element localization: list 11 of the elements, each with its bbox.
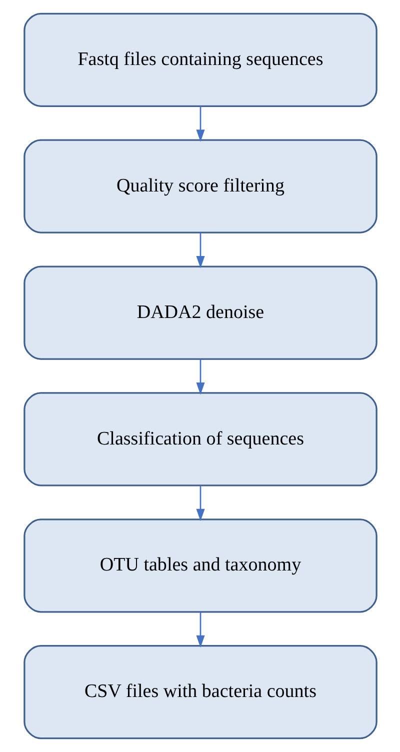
arrow <box>196 486 204 522</box>
node-box: Fastq files containing sequences <box>23 12 377 107</box>
arrow <box>196 232 204 268</box>
arrow <box>196 612 204 648</box>
node-box: Quality score filtering <box>23 139 377 234</box>
arrow <box>196 106 204 142</box>
node-box: CSV files with bacteria counts <box>23 645 377 740</box>
node-box: OTU tables and taxonomy <box>23 518 377 613</box>
node-box: Classification of sequences <box>23 392 377 486</box>
arrow <box>196 359 204 395</box>
node-box: DADA2 denoise <box>23 266 377 360</box>
